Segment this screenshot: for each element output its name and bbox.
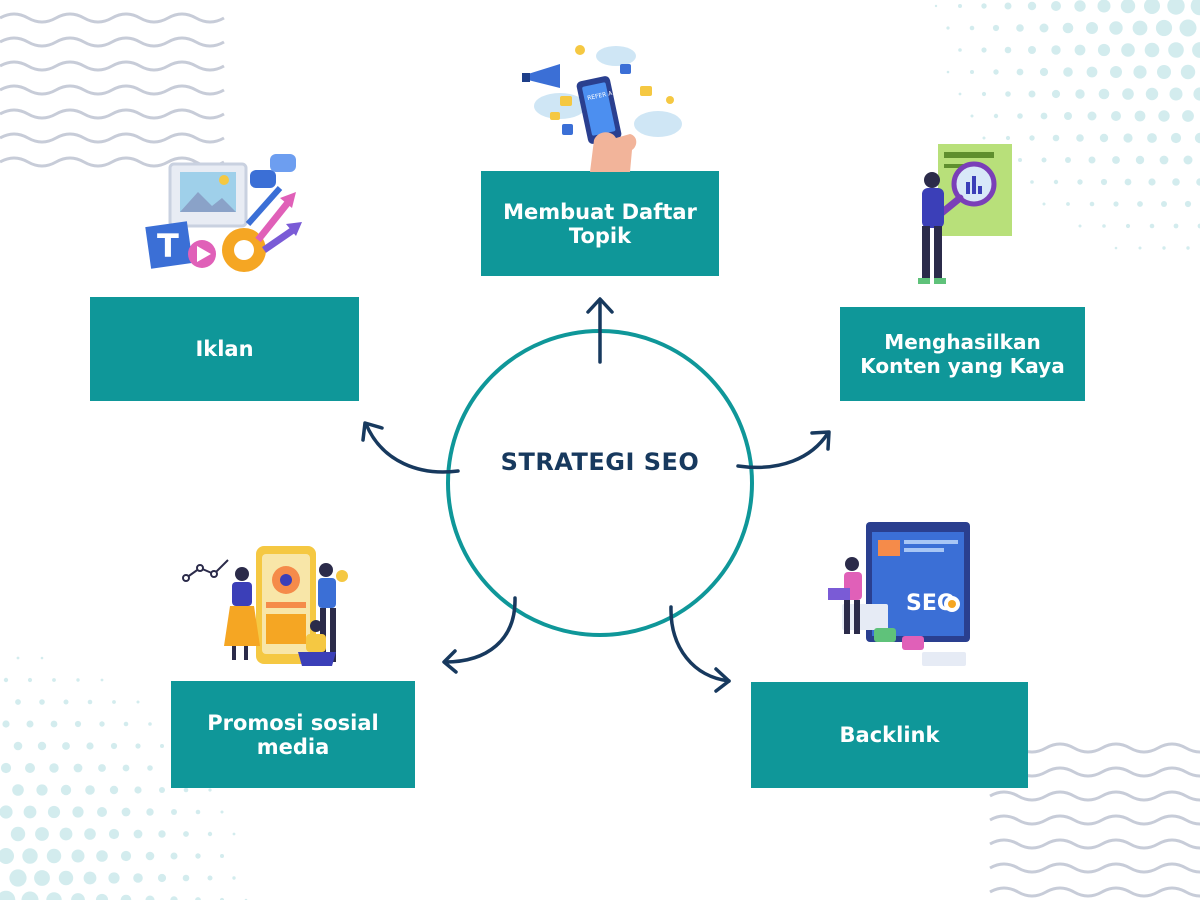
social-media-team-illustration bbox=[182, 546, 348, 666]
arrow-to-promosi-sosial-media bbox=[442, 596, 517, 674]
arrow-to-membuat-daftar-topik bbox=[586, 297, 614, 364]
node-label: Promosi sosial media bbox=[207, 710, 379, 759]
decorative-waves-top-left bbox=[0, 12, 225, 168]
advertising-icons-illustration: T bbox=[145, 154, 302, 272]
node-label: Backlink bbox=[839, 723, 940, 747]
node-membuat-daftar-topik: Membuat Daftar Topik bbox=[481, 171, 719, 276]
decorative-dots-bottom-left bbox=[0, 656, 248, 900]
content-analysis-illustration bbox=[918, 144, 1012, 284]
node-menghasilkan-konten: Menghasilkan Konten yang Kaya bbox=[840, 307, 1085, 401]
center-label: STRATEGI SEO bbox=[500, 448, 700, 476]
node-promosi-sosial-media: Promosi sosial media bbox=[171, 681, 415, 788]
decorative-dots-top-right bbox=[934, 0, 1200, 250]
seo-monitor-illustration: SEO bbox=[828, 522, 970, 666]
node-label: Membuat Daftar Topik bbox=[503, 199, 697, 248]
node-label: Iklan bbox=[195, 337, 254, 361]
node-label: Menghasilkan Konten yang Kaya bbox=[860, 330, 1065, 378]
arrow-to-backlink bbox=[669, 605, 731, 693]
decorative-waves-bottom-right bbox=[989, 742, 1200, 898]
node-backlink: Backlink bbox=[751, 682, 1028, 788]
node-iklan: Iklan bbox=[90, 297, 359, 401]
svg-text:T: T bbox=[157, 227, 179, 265]
arrow-to-iklan bbox=[361, 421, 460, 474]
refer-a-friend-phone-illustration: REFER A FRIEND bbox=[522, 45, 682, 172]
arrow-to-menghasilkan-konten bbox=[736, 430, 831, 470]
